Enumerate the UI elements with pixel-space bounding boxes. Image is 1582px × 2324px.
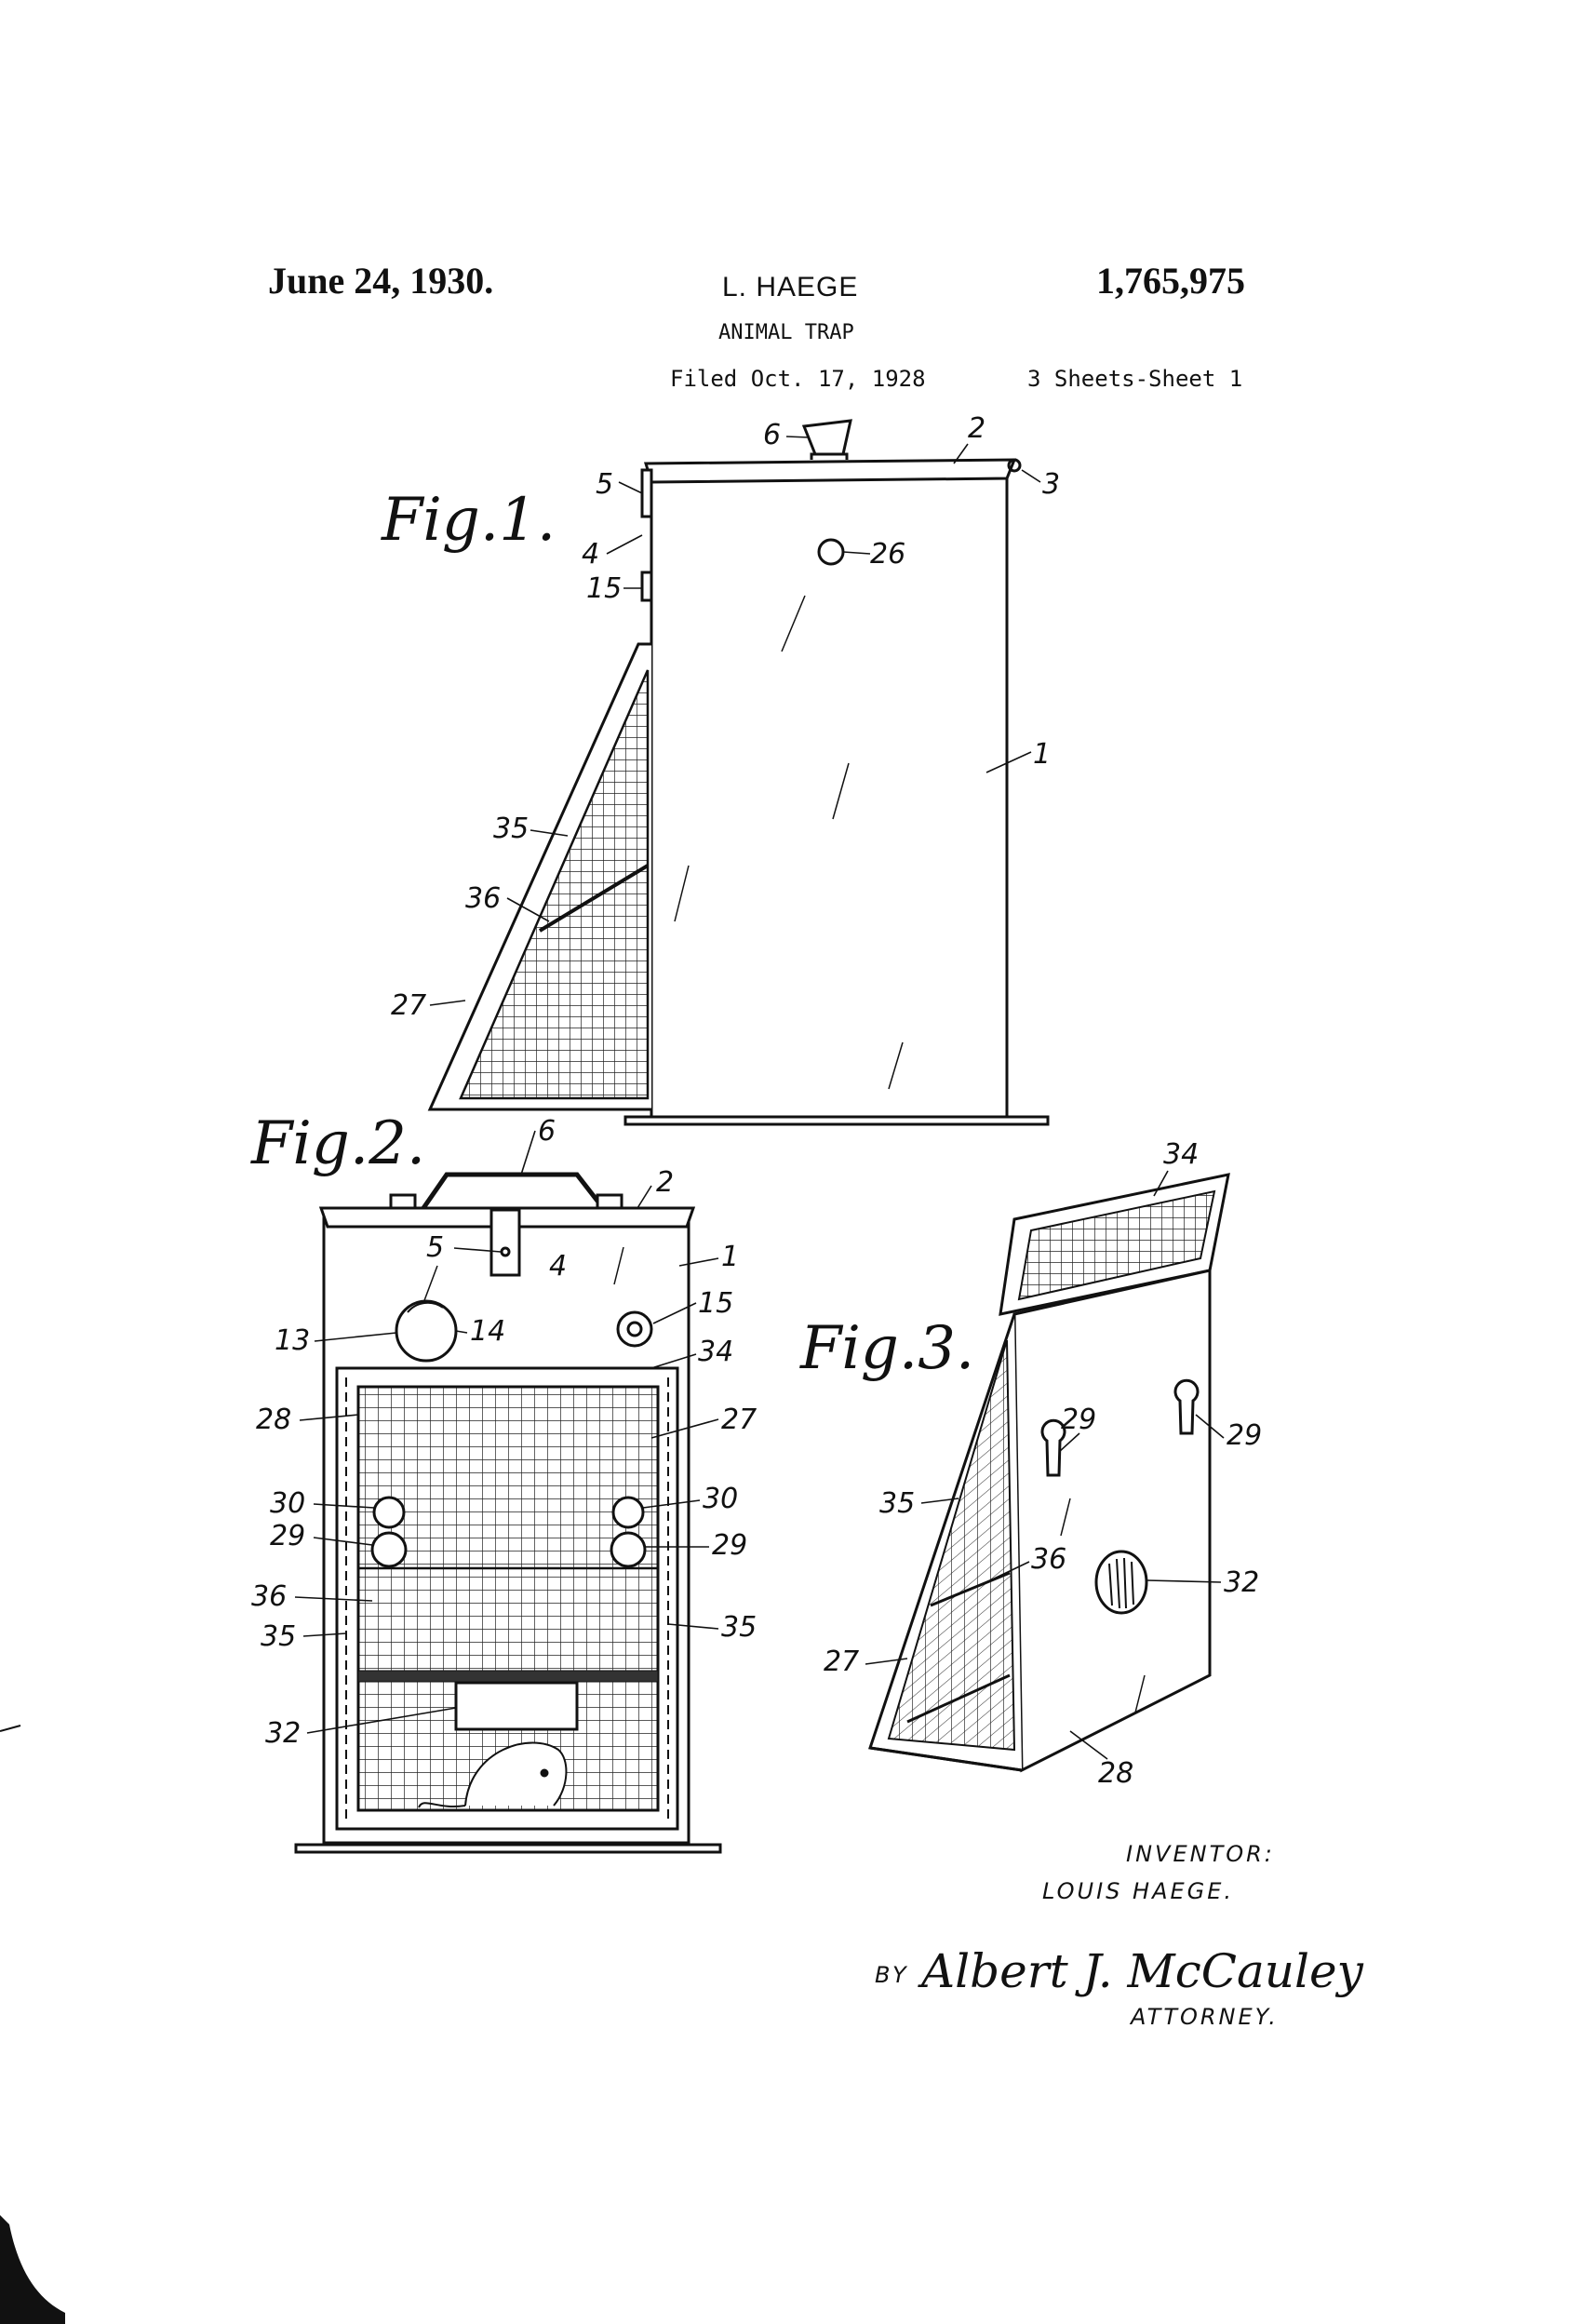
fig2-ref-30-right: 30: [703, 1483, 738, 1515]
fig1-ref-35: 35: [493, 813, 529, 845]
fig3-ref-29-left: 29: [1061, 1404, 1096, 1436]
fig3-ref-28: 28: [1098, 1757, 1133, 1790]
fig2-ref-2: 2: [656, 1166, 674, 1199]
patent-title: ANIMAL TRAP: [718, 321, 854, 344]
fig3-ref-36: 36: [1031, 1543, 1066, 1576]
fig1-ref-2: 2: [968, 412, 985, 445]
fig2-ref-1: 1: [721, 1241, 739, 1273]
by-label: BY: [875, 1962, 909, 1988]
fig2-ref-29-left: 29: [270, 1520, 305, 1552]
fig2-ref-30-left: 30: [270, 1487, 305, 1520]
attorney-label: ATTORNEY.: [1129, 2004, 1279, 2030]
fig1-ref-5: 5: [596, 468, 613, 501]
inventor-label: INVENTOR:: [1126, 1841, 1275, 1867]
fig3-ref-32: 32: [1224, 1566, 1259, 1599]
fig3-label: Fig.3.: [799, 1314, 974, 1383]
fig2-ref-35-left: 35: [261, 1620, 296, 1653]
inventor-signature-name: LOUIS HAEGE.: [1042, 1878, 1234, 1904]
fig2-reference-numerals: 6 2 5 4 1 15 13 14 34 28 27 30 30 29 29 …: [251, 1115, 757, 1750]
scan-mark: [0, 1725, 21, 1732]
fig2-ref-14: 14: [470, 1315, 505, 1348]
fig1-ref-36: 36: [465, 882, 501, 915]
fig2-ref-29-right: 29: [712, 1529, 747, 1562]
patent-number: 1,765,975: [1096, 260, 1245, 302]
fig1-ref-6: 6: [763, 419, 781, 451]
inventor-header: L. HAEGE: [722, 272, 859, 302]
fig1-ref-15: 15: [586, 572, 622, 605]
leader-lines: [294, 436, 1225, 1760]
fig1-ref-26: 26: [870, 538, 905, 571]
fig2-ref-35-right: 35: [721, 1611, 757, 1644]
fig3-ref-34: 34: [1163, 1138, 1199, 1171]
fig2-label: Fig.2.: [250, 1109, 425, 1178]
fig2-ref-34: 34: [698, 1336, 733, 1368]
patent-date: June 24, 1930.: [268, 260, 494, 302]
attorney-signature: Albert J. McCauley: [918, 1944, 1364, 1998]
fig1-ref-3: 3: [1042, 468, 1060, 501]
fig2-ref-13: 13: [275, 1324, 310, 1357]
fig1-label: Fig.1.: [381, 486, 556, 555]
fig3-ref-35: 35: [879, 1487, 915, 1520]
fig1-ref-27: 27: [391, 989, 426, 1022]
fig3-reference-numerals: 34 29 29 35 36 32 27 28: [824, 1138, 1262, 1790]
fig1-reference-numerals: 6 2 3 5 4 15 26 1 35 36 27: [391, 412, 1060, 1022]
scan-corner-artifact: [0, 2215, 65, 2324]
fig2-ref-4: 4: [549, 1250, 567, 1283]
figure-1: [427, 419, 1050, 1126]
fig2-ref-5: 5: [426, 1231, 444, 1264]
fig1-ref-1: 1: [1033, 738, 1051, 771]
fig3-ref-29-right: 29: [1227, 1419, 1262, 1452]
fig1-ref-4: 4: [582, 538, 599, 571]
figure-2: [294, 1172, 722, 1854]
fig2-ref-32: 32: [265, 1717, 301, 1750]
fig2-ref-36: 36: [251, 1580, 287, 1613]
fig2-ref-6: 6: [538, 1115, 556, 1148]
filed-date: Filed Oct. 17, 1928: [670, 366, 926, 392]
fig3-ref-27: 27: [824, 1646, 859, 1678]
sheet-count: 3 Sheets-Sheet 1: [1027, 366, 1243, 392]
fig2-ref-27: 27: [721, 1404, 757, 1436]
figure-3: [868, 1173, 1230, 1773]
fig2-ref-28: 28: [256, 1404, 291, 1436]
fig2-ref-15: 15: [698, 1287, 733, 1320]
